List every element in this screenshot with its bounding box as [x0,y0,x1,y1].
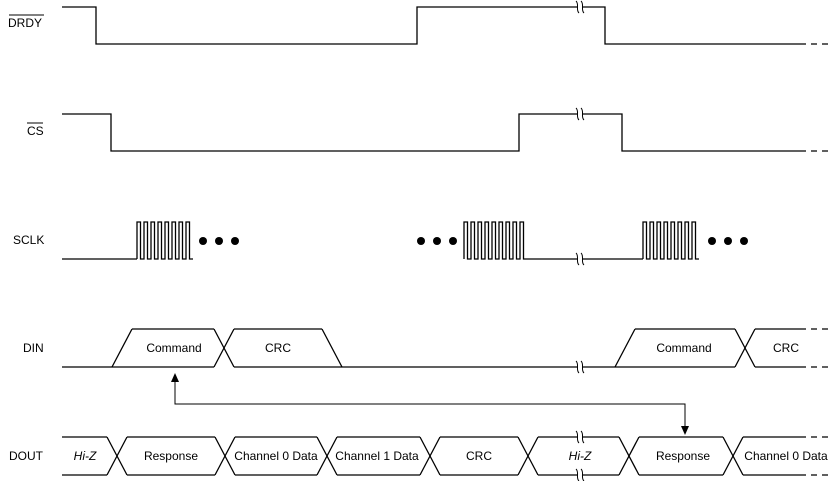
sclk-burst-2 [463,221,527,260]
dout-label: DOUT [9,449,44,463]
ellipsis-dot [449,237,457,245]
sclk-waveform [62,221,748,260]
arrow-up-head [171,373,179,382]
ellipsis-dot [708,237,716,245]
arrow-down-head [681,426,689,435]
dout-channel0-2: Channel 0 Data [744,449,828,463]
din-label: DIN [23,341,44,355]
time-break-mark [575,252,585,266]
sclk-burst-1 [136,221,193,260]
drdy-label: DRDY [8,16,42,30]
din-command-1: Command [146,341,201,355]
dout-hiz-2: Hi-Z [569,449,592,463]
drdy-waveform [62,6,829,45]
dout-waveform: Hi-Z Response Channel 0 Data Channel 1 D… [62,436,829,476]
dout-hiz-1: Hi-Z [74,449,97,463]
ellipsis-dot [215,237,223,245]
ellipsis-dot [724,237,732,245]
ellipsis-dot [199,237,207,245]
dout-crc: CRC [466,449,492,463]
dout-channel1: Channel 1 Data [335,449,419,463]
command-response-arrow [171,373,689,435]
cs-waveform [62,113,829,152]
cs-label: CS [27,124,44,138]
dout-response-2: Response [656,449,710,463]
time-break-marks [575,0,585,481]
time-break-mark [575,360,585,374]
time-break-mark [575,0,585,14]
time-break-mark [575,107,585,121]
dout-channel0-1: Channel 0 Data [234,449,318,463]
ellipsis-dot [740,237,748,245]
sclk-burst-3 [642,221,699,260]
ellipsis-dot [433,237,441,245]
din-waveform: Command CRC Command CRC [62,328,829,368]
time-break-mark [575,430,585,444]
ellipsis-dot [231,237,239,245]
time-break-mark [575,468,585,481]
sclk-label: SCLK [13,233,44,247]
ellipsis-dot [417,237,425,245]
din-crc-1: CRC [265,341,291,355]
din-crc-2: CRC [773,341,799,355]
din-command-2: Command [656,341,711,355]
dout-response-1: Response [144,449,198,463]
